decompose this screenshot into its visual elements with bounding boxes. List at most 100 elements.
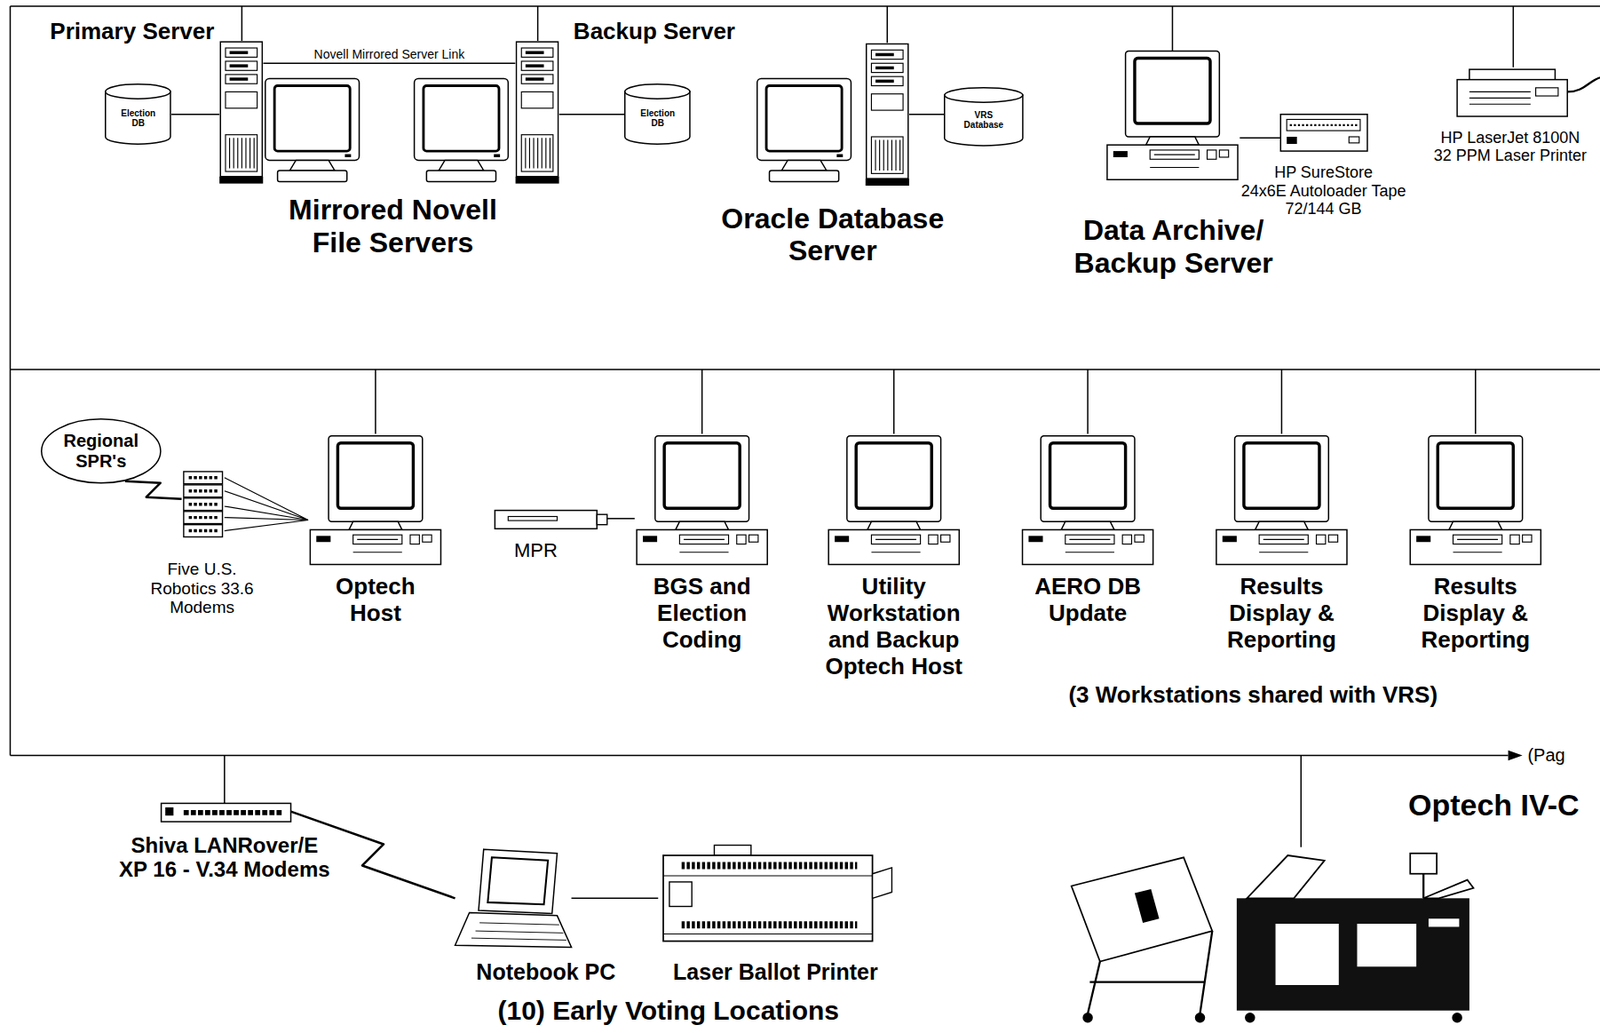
workstation-label: Results Display & Reporting [1415, 573, 1536, 654]
text-group: Five U.S. Robotics 33.6 Modems [146, 559, 258, 618]
network-link [571, 897, 659, 900]
printer-panel [1536, 87, 1559, 96]
text-group: HP SureStore24x6E Autoloader Tape72/144 … [1226, 163, 1422, 219]
note-label: (3 Workstations shared with VRS) [1057, 681, 1449, 709]
text-group: HP LaserJet 8100N32 PPM Laser Printer [1421, 128, 1600, 166]
network-bus [9, 6, 1600, 756]
device-label: HP LaserJet 8100N [1421, 128, 1600, 148]
notebook-lid [478, 848, 557, 913]
ballot-printer-feeder [872, 867, 893, 898]
tape-button [1348, 136, 1359, 143]
database-label: Election DB [637, 108, 679, 129]
server-label: Backup Server [573, 18, 761, 46]
scanner-panel [1356, 923, 1417, 967]
server-tower-icon [219, 41, 263, 184]
text-group: Utility Workstation and Backup Optech Ho… [823, 573, 966, 681]
text-group: Election DB [104, 99, 172, 137]
database-cylinder: Election DB [104, 83, 172, 145]
network-link [262, 63, 515, 65]
mpr-reader: MPR [494, 507, 607, 531]
printer-cable [1567, 77, 1600, 92]
device-label: 32 PPM Laser Printer [1421, 146, 1600, 166]
network-link [1239, 136, 1281, 139]
ballot-printer-rows [681, 865, 858, 926]
scanner-body [1236, 897, 1470, 1010]
ellipse-shape [41, 419, 161, 484]
notebook-pc: Notebook PC [455, 847, 572, 950]
device-label: 24x6E Autoloader Tape [1226, 182, 1422, 201]
text-group: Optech Host [331, 573, 420, 627]
device-label: MPR [499, 538, 571, 562]
continuation-arrow [1508, 750, 1523, 761]
network-link [559, 113, 626, 116]
modem-stack-icon [183, 471, 223, 538]
cylinder-top [944, 87, 1023, 103]
scanner-panel [1428, 918, 1459, 927]
device-label: Optech IV-C [1408, 787, 1595, 823]
tape-light [1286, 136, 1297, 144]
device-label: 72/144 GB [1226, 199, 1422, 219]
shiva-body [161, 802, 292, 822]
text-group: Results Display & Reporting [1221, 573, 1342, 654]
workstation-label: Utility Workstation and Backup Optech Ho… [823, 573, 966, 681]
cart-wheel [1195, 1012, 1205, 1022]
tape-drive-body [1280, 114, 1368, 151]
ballot-printer-trim [663, 875, 873, 935]
ballot-printer-top [713, 845, 751, 856]
text-group: AERO DB Update [1029, 573, 1146, 627]
shiva-light [165, 807, 174, 816]
scanner-output-tray [1423, 879, 1474, 899]
mpr-connector [596, 514, 607, 524]
text-group: VRS Database [943, 102, 1024, 139]
workstation: Results Display & Reporting [1214, 433, 1350, 566]
desktop-icon [1216, 435, 1347, 565]
backup-workstation: Data Archive/ Backup Server [1105, 48, 1241, 182]
tape-slot [1286, 118, 1361, 131]
notebook-screen [487, 856, 548, 904]
server-label: Data Archive/ Backup Server [1067, 213, 1281, 280]
text-group: Data Archive/ Backup Server [1067, 213, 1281, 280]
modem-stack: Five U.S. Robotics 33.6 Modems [182, 469, 225, 544]
desktop-icon [1107, 50, 1238, 180]
scanner-monitor [1409, 853, 1437, 874]
ballot-scanner: Optech IV-C [1061, 847, 1474, 1026]
text-group: Backup Server [573, 18, 761, 46]
workstation: BGS and Election Coding [634, 433, 770, 566]
connector-group [125, 63, 1281, 898]
database-label: Election DB [118, 108, 159, 129]
text-group: Notebook PC [466, 958, 626, 985]
cylinder-top [625, 84, 690, 100]
tape-slot-detail [1290, 124, 1358, 127]
device-label: Five U.S. Robotics 33.6 Modems [146, 559, 258, 618]
page-reference: (Pag [1527, 744, 1581, 766]
workstation: Optech Host [308, 433, 444, 566]
text-group: Regional SPR's [40, 418, 162, 484]
workstation-label: Results Display & Reporting [1221, 573, 1342, 654]
text-group: MPR [499, 538, 571, 562]
printer-paper [1469, 91, 1531, 104]
laser-printer: HP LaserJet 8100N32 PPM Laser Printer [1454, 67, 1576, 119]
notebook-base [455, 911, 572, 947]
text-group: Oracle Database Server [712, 202, 953, 269]
database-cylinder: Election DB [624, 83, 691, 145]
ballot-printer: Laser Ballot Printer [657, 842, 896, 943]
workstation-label: Optech Host [331, 573, 420, 627]
workstation: Results Display & Reporting [1408, 433, 1544, 566]
optech-scanner-illustration [1071, 853, 1474, 1023]
cart-wheel [1082, 1012, 1093, 1022]
cart-slot [1134, 888, 1160, 923]
scanner-wheel [1244, 1012, 1255, 1022]
mpr-body [494, 510, 597, 530]
cart-frame [1087, 930, 1212, 1014]
group-label: (10) Early Voting Locations [455, 995, 882, 1027]
workstation-label: AERO DB Update [1029, 573, 1146, 627]
network-link [224, 506, 309, 521]
modem-line [224, 477, 309, 531]
network-link [909, 113, 944, 116]
ballot-printer-body [663, 855, 873, 942]
scanner-feeder [1246, 855, 1324, 898]
desktop-icon [1409, 435, 1541, 565]
server-tower-icon [865, 43, 910, 186]
cart-bin [1071, 856, 1213, 961]
